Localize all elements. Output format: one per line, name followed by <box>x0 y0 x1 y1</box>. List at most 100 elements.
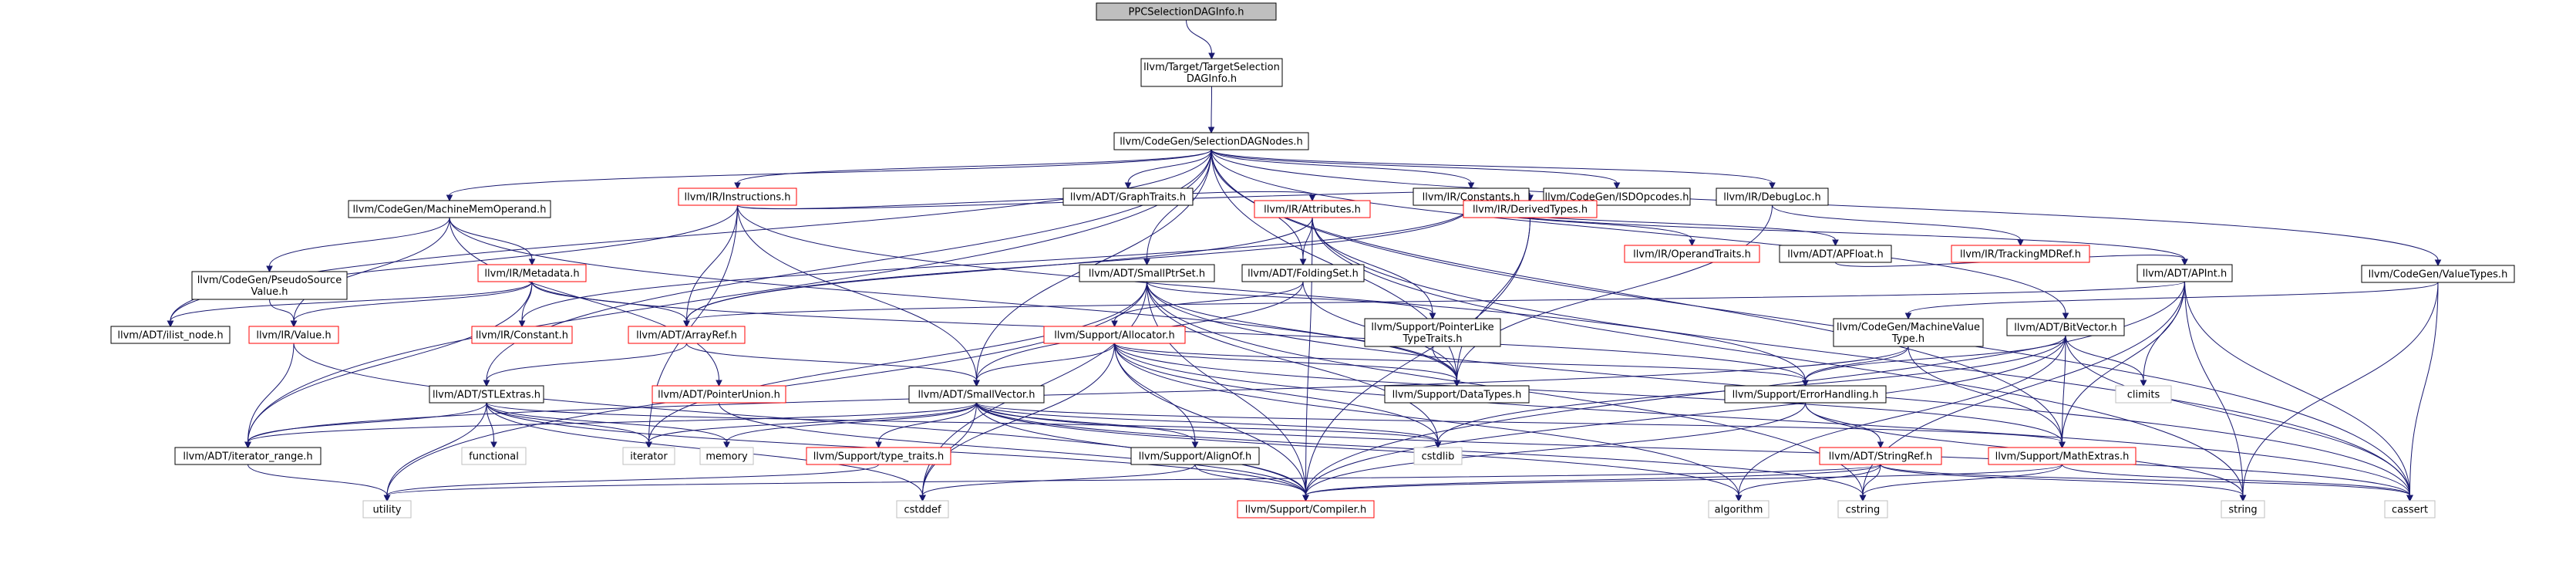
node-datatypes[interactable]: llvm/Support/DataTypes.h <box>1384 385 1530 404</box>
edge-sdn-to-mmo <box>446 149 1212 202</box>
node-cstdlib[interactable]: cstdlib <box>1413 447 1463 465</box>
node-mathextras[interactable]: llvm/Support/MathExtras.h <box>1988 447 2137 465</box>
node-label: llvm/ADT/ArrayRef.h <box>636 330 737 342</box>
node-smallptrset[interactable]: llvm/ADT/SmallPtrSet.h <box>1079 264 1215 282</box>
edge-bitvector-to-errhandling <box>1802 335 2066 387</box>
node-derived[interactable]: llvm/IR/DerivedTypes.h <box>1463 200 1598 218</box>
edge-sdn-to-bitvector <box>1211 149 2069 320</box>
node-label: llvm/ADT/GraphTraits.h <box>1070 192 1186 204</box>
edge-root-to-tsdi <box>1186 19 1215 60</box>
node-mmo[interactable]: llvm/CodeGen/MachineMemOperand.h <box>348 200 551 218</box>
node-apint[interactable]: llvm/ADT/APInt.h <box>2137 264 2233 282</box>
edge-attributes-to-arrayref <box>683 217 1313 328</box>
edge-sdn-to-debugloc <box>1211 149 1776 190</box>
edge-allocator-to-datatypes <box>1114 343 1460 387</box>
node-trackingmd[interactable]: llvm/IR/TrackingMDRef.h <box>1951 245 2090 263</box>
node-stlextras[interactable]: llvm/ADT/STLExtras.h <box>429 385 544 404</box>
node-errhandling[interactable]: llvm/Support/ErrorHandling.h <box>1724 385 1887 404</box>
node-label: llvm/IR/Instructions.h <box>685 192 791 204</box>
edge-smallvector-to-alignof <box>976 402 1199 449</box>
node-iterator[interactable]: iterator <box>622 447 675 465</box>
node-label: llvm/ADT/APInt.h <box>2143 269 2227 280</box>
node-label: llvm/CodeGen/MachineValue <box>1837 322 1980 333</box>
node-label: utility <box>373 505 402 516</box>
node-cstring[interactable]: cstring <box>1837 500 1888 519</box>
node-valuetypes[interactable]: llvm/CodeGen/ValueTypes.h <box>2361 265 2515 283</box>
node-irconstant[interactable]: llvm/IR/Constant.h <box>471 326 573 344</box>
node-label: llvm/ADT/APFloat.h <box>1787 249 1883 261</box>
edge-alignof-to-cstddef <box>919 464 1196 502</box>
node-stringref[interactable]: llvm/ADT/StringRef.h <box>1819 447 1942 465</box>
node-arrayref[interactable]: llvm/ADT/ArrayRef.h <box>628 326 746 344</box>
node-cassert[interactable]: cassert <box>2384 500 2436 519</box>
edge-smallvector-to-mathextras <box>976 402 2066 449</box>
node-label: TypeTraits.h <box>1402 333 1462 345</box>
node-instr[interactable]: llvm/IR/Instructions.h <box>678 187 797 206</box>
node-algorithm[interactable]: algorithm <box>1708 500 1770 519</box>
edge-debugloc-to-trackingmd <box>1772 204 2024 247</box>
node-string[interactable]: string <box>2221 500 2265 519</box>
edge-smallptrset-to-pointerlike <box>1147 281 1436 320</box>
edge-smallvector-to-memory <box>723 402 977 449</box>
node-cstddef[interactable]: cstddef <box>896 500 949 519</box>
node-utility[interactable]: utility <box>362 500 412 519</box>
node-label: climits <box>2127 390 2160 401</box>
node-label: llvm/Support/MathExtras.h <box>1995 451 2130 463</box>
node-optraits[interactable]: llvm/IR/OperandTraits.h <box>1624 245 1760 263</box>
node-label: cassert <box>2392 505 2428 516</box>
node-attributes[interactable]: llvm/IR/Attributes.h <box>1254 200 1371 218</box>
node-compiler[interactable]: llvm/Support/Compiler.h <box>1237 500 1375 519</box>
edge-smallvector-to-iterator <box>645 402 977 449</box>
edge-bitvector-to-climits <box>2065 335 2147 387</box>
edge-stringref-to-compiler <box>1302 464 1881 502</box>
node-bitvector[interactable]: llvm/ADT/BitVector.h <box>2006 318 2125 336</box>
node-iterrange[interactable]: llvm/ADT/iterator_range.h <box>174 447 322 465</box>
node-label: cstddef <box>904 505 941 516</box>
node-alignof[interactable]: llvm/Support/AlignOf.h <box>1130 447 1260 465</box>
node-sdn[interactable]: llvm/CodeGen/SelectionDAGNodes.h <box>1113 132 1309 150</box>
edge-mmo-to-metadata <box>449 217 536 266</box>
node-label: llvm/Support/DataTypes.h <box>1392 390 1522 401</box>
node-metadata[interactable]: llvm/IR/Metadata.h <box>477 264 587 282</box>
edge-metadata-to-arrayref <box>531 281 690 328</box>
edge-mathextras-to-compiler <box>1302 464 2062 502</box>
edge-mmo-to-ptrunion <box>449 217 722 387</box>
node-value[interactable]: llvm/IR/Value.h <box>248 326 339 344</box>
edge-smallvector-to-cstdlib <box>976 402 1442 449</box>
node-label: string <box>2228 505 2257 516</box>
node-smallvector[interactable]: llvm/ADT/SmallVector.h <box>908 385 1045 404</box>
node-label: llvm/ADT/StringRef.h <box>1829 451 1932 463</box>
node-memory[interactable]: memory <box>699 447 754 465</box>
node-graphtraits[interactable]: llvm/ADT/GraphTraits.h <box>1062 187 1194 206</box>
node-label: llvm/IR/Attributes.h <box>1264 204 1361 216</box>
node-label: llvm/IR/DebugLoc.h <box>1723 192 1820 204</box>
edge-instr-to-arrayref <box>683 204 738 328</box>
node-label: llvm/Target/TargetSelection <box>1143 62 1280 73</box>
node-ilistnode[interactable]: llvm/ADT/ilist_node.h <box>110 326 231 344</box>
edge-metadata-to-value <box>290 281 533 328</box>
edge-sdn-to-instr <box>734 149 1212 190</box>
edge-stlextras-to-iterrange <box>244 402 487 449</box>
node-foldingset[interactable]: llvm/ADT/FoldingSet.h <box>1241 264 1365 282</box>
edge-valuetypes-to-mvt <box>1904 282 2439 320</box>
node-climits[interactable]: climits <box>2115 385 2172 404</box>
node-ptrunion[interactable]: llvm/ADT/PointerUnion.h <box>652 385 786 404</box>
edge-smallvector-to-typetraits <box>875 402 977 449</box>
node-label: Value.h <box>251 286 288 298</box>
edge-sdn-to-isdop <box>1211 149 1621 190</box>
node-functional[interactable]: functional <box>461 447 527 465</box>
node-apfloat[interactable]: llvm/ADT/APFloat.h <box>1779 245 1892 263</box>
edge-bitvector-to-cassert <box>2065 335 2413 502</box>
node-allocator[interactable]: llvm/Support/Allocator.h <box>1043 326 1186 344</box>
node-typetraits[interactable]: llvm/Support/type_traits.h <box>806 447 951 465</box>
node-label: Type.h <box>1891 333 1924 345</box>
edge-foldingset-to-allocator <box>1111 281 1304 328</box>
node-debugloc[interactable]: llvm/IR/DebugLoc.h <box>1716 187 1829 206</box>
node-label: llvm/IR/Metadata.h <box>484 269 579 280</box>
edge-metadata-to-ilistnode <box>167 281 533 328</box>
